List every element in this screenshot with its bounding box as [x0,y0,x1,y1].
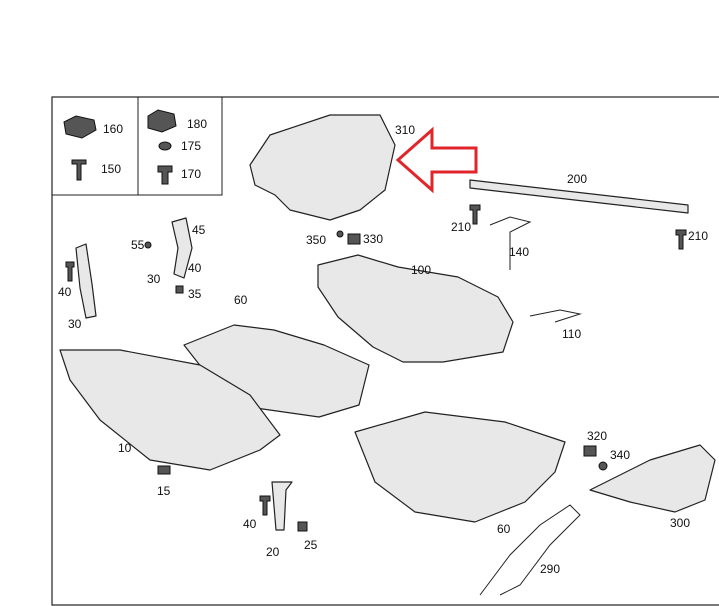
label-180: 180 [187,117,207,131]
label-330: 330 [363,232,383,246]
label-160: 160 [103,122,123,136]
part-20 [271,481,293,531]
part-60-lower [354,411,566,523]
bolt-210-right [675,229,687,250]
label-10: 10 [118,441,132,455]
part-110 [529,309,582,323]
part-330 [347,233,361,245]
label-140: 140 [509,245,529,259]
part-45-bracket [171,217,193,279]
label-110: 110 [562,327,581,341]
label-30: 30 [147,272,161,286]
part-30-left-bracket [75,243,97,319]
label-40-left: 40 [58,285,72,299]
nut-55 [144,241,152,249]
label-30-left: 30 [68,317,82,331]
part-100 [317,254,514,363]
label-40: 40 [188,261,202,275]
clip-35 [175,285,184,294]
label-60-lower: 60 [497,522,511,536]
inset-box-right [137,96,223,196]
label-100: 100 [411,263,431,277]
part-340 [598,461,608,471]
label-175: 175 [181,139,201,153]
diagram-frame [51,96,719,606]
clip-15 [157,465,171,475]
part-350 [336,230,344,238]
part-10 [59,349,281,471]
part-290 [479,504,581,596]
label-300: 300 [670,516,690,530]
label-210: 210 [451,220,471,234]
clip-25 [297,521,308,532]
label-350: 350 [306,233,326,247]
part-labels: 310 200 210 210 140 350 330 55 45 30 40 … [58,123,708,576]
label-15: 15 [157,484,171,498]
part-310 [249,114,396,221]
inset-parts: 160 150 180 175 170 [63,109,207,185]
part-320 [583,445,597,457]
label-20: 20 [266,545,280,559]
inset-box-left [51,96,139,196]
label-45: 45 [192,223,206,237]
label-40-bottom: 40 [243,517,257,531]
bolt-40-left [65,261,75,282]
label-55: 55 [131,238,145,252]
bolt-210 [469,204,481,225]
label-60-upper: 60 [234,293,248,307]
part-300 [589,444,716,513]
label-320: 320 [587,429,607,443]
label-290: 290 [540,562,560,576]
label-35: 35 [188,287,202,301]
label-170: 170 [181,167,201,181]
part-200 [469,179,689,214]
label-150: 150 [101,162,121,176]
label-25: 25 [304,538,318,552]
bolt-40-bottom [259,495,271,516]
part-140 [489,216,532,270]
highlight-arrow [395,126,478,194]
label-200: 200 [567,172,587,186]
label-340: 340 [610,448,630,462]
label-310: 310 [395,123,415,137]
label-210-right: 210 [688,229,708,243]
